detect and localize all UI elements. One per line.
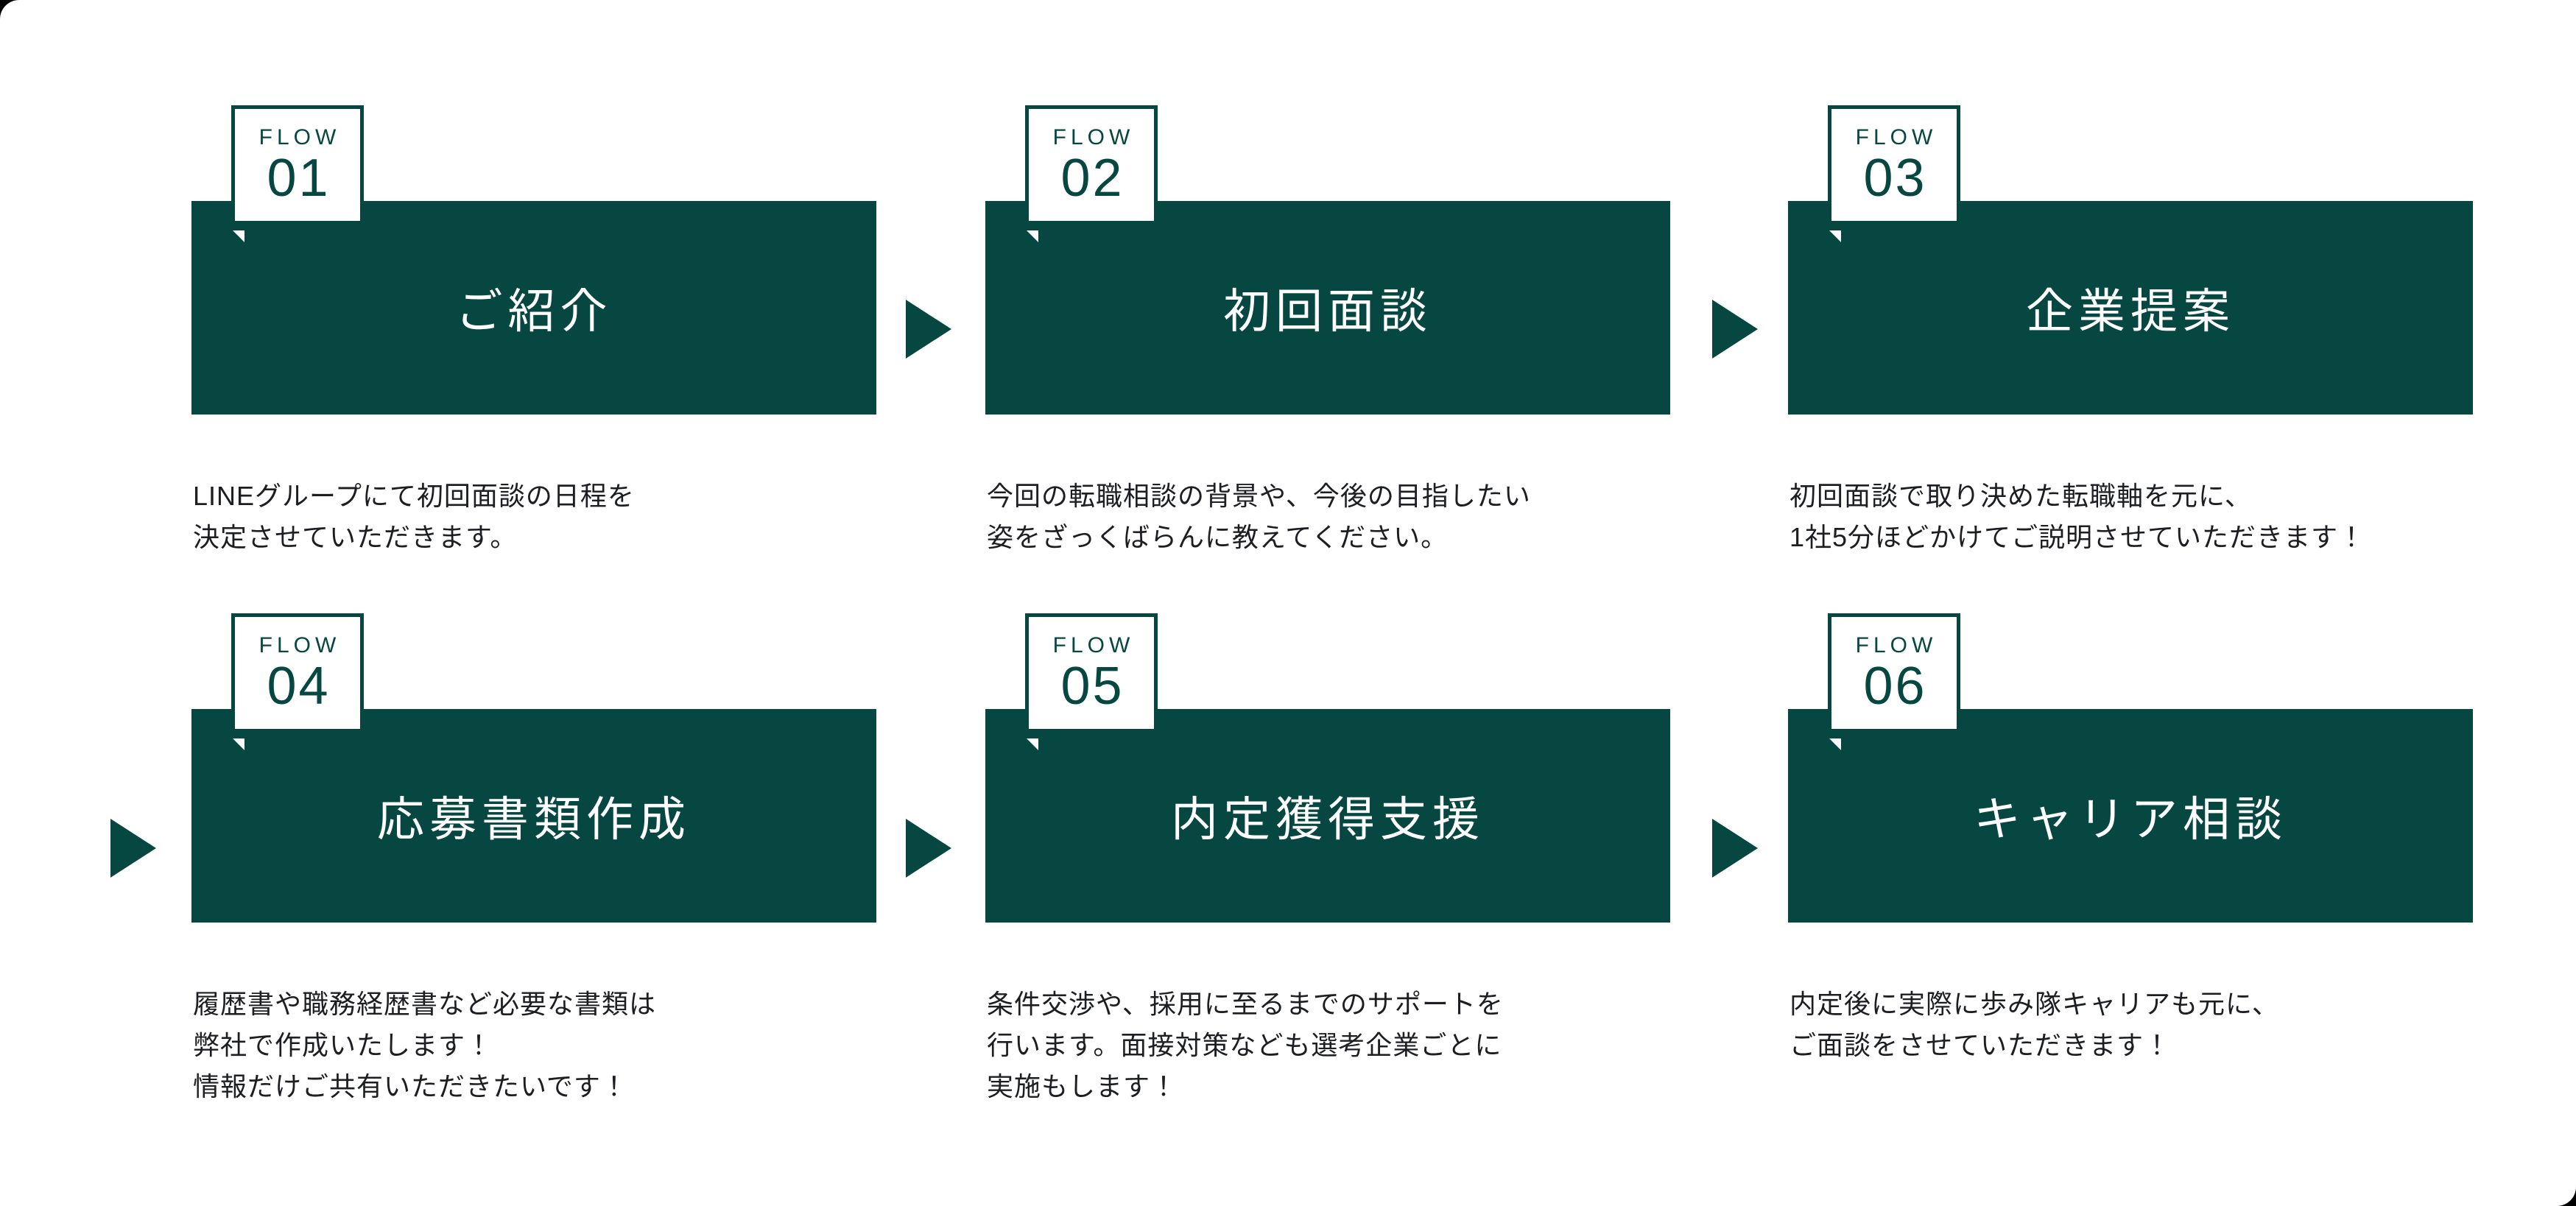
step-title: 応募書類作成 bbox=[377, 793, 691, 846]
flow-badge: FLOW 06 bbox=[1828, 613, 1960, 733]
flow-badge-label: FLOW bbox=[1052, 125, 1135, 149]
step-banner: 応募書類作成 bbox=[191, 709, 876, 923]
flow-step-card-2: 初回面談 FLOW 02 今回の転職相談の背景や、今後の目指したい 姿をざっくば… bbox=[985, 105, 1670, 621]
flow-badge: FLOW 04 bbox=[231, 613, 364, 733]
flow-badge: FLOW 05 bbox=[1025, 613, 1158, 733]
flow-step-card-1: ご紹介 FLOW 01 LINEグループにて初回面談の日程を 決定させていただき… bbox=[191, 105, 876, 621]
flow-badge: FLOW 03 bbox=[1828, 105, 1960, 225]
flow-badge-number: 03 bbox=[1863, 148, 1927, 208]
step-description: LINEグループにて初回面談の日程を 決定させていただきます。 bbox=[193, 481, 635, 552]
step-description: 初回面談で取り決めた転職軸を元に、 1社5分ほどかけてご説明させていただきます！ bbox=[1790, 481, 2366, 552]
step-title: 初回面談 bbox=[1223, 285, 1432, 338]
flow-step-card-3: 企業提案 FLOW 03 初回面談で取り決めた転職軸を元に、 1社5分ほどかけて… bbox=[1788, 105, 2473, 621]
flow-badge-label: FLOW bbox=[258, 125, 341, 149]
arrow-right-icon bbox=[906, 819, 951, 878]
step-banner: キャリア相談 bbox=[1788, 709, 2473, 923]
flow-step-card-4: 応募書類作成 FLOW 04 履歴書や職務経歴書など必要な書類は 弊社で作成いた… bbox=[191, 613, 876, 1129]
step-banner: 企業提案 bbox=[1788, 201, 2473, 415]
step-banner: ご紹介 bbox=[191, 201, 876, 415]
flow-badge-label: FLOW bbox=[1052, 633, 1135, 657]
flow-step-card-5: 内定獲得支援 FLOW 05 条件交渉や、採用に至るまでのサポートを 行います。… bbox=[985, 613, 1670, 1129]
step-description: 履歴書や職務経歴書など必要な書類は 弊社で作成いたします！ 情報だけご共有いただ… bbox=[193, 989, 657, 1101]
step-banner: 内定獲得支援 bbox=[985, 709, 1670, 923]
step-description: 内定後に実際に歩み隊キャリアも元に、 ご面談をさせていただきます！ bbox=[1790, 989, 2279, 1060]
flow-badge: FLOW 02 bbox=[1025, 105, 1158, 225]
step-title: 内定獲得支援 bbox=[1171, 793, 1485, 846]
flow-badge: FLOW 01 bbox=[231, 105, 364, 225]
step-banner: 初回面談 bbox=[985, 201, 1670, 415]
arrow-right-icon bbox=[110, 819, 156, 878]
flow-badge-number: 01 bbox=[267, 148, 331, 208]
flow-badge-number: 05 bbox=[1060, 656, 1125, 716]
step-title: 企業提案 bbox=[2026, 285, 2235, 338]
flow-badge-label: FLOW bbox=[1855, 125, 1938, 149]
arrow-right-icon bbox=[1712, 819, 1758, 878]
flow-badge-number: 04 bbox=[267, 656, 331, 716]
flow-badge-number: 02 bbox=[1060, 148, 1125, 208]
flow-step-card-6: キャリア相談 FLOW 06 内定後に実際に歩み隊キャリアも元に、 ご面談をさせ… bbox=[1788, 613, 2473, 1129]
step-description: 条件交渉や、採用に至るまでのサポートを 行います。面接対策なども選考企業ごとに … bbox=[987, 989, 1504, 1101]
flow-badge-number: 06 bbox=[1863, 656, 1927, 716]
flow-badge-label: FLOW bbox=[258, 633, 341, 657]
flow-badge-label: FLOW bbox=[1855, 633, 1938, 657]
step-title: ご紹介 bbox=[455, 285, 613, 338]
arrow-right-icon bbox=[906, 300, 951, 359]
arrow-right-icon bbox=[1712, 300, 1758, 359]
step-description: 今回の転職相談の背景や、今後の目指したい 姿をざっくばらんに教えてください。 bbox=[987, 481, 1531, 552]
step-title: キャリア相談 bbox=[1974, 793, 2287, 846]
